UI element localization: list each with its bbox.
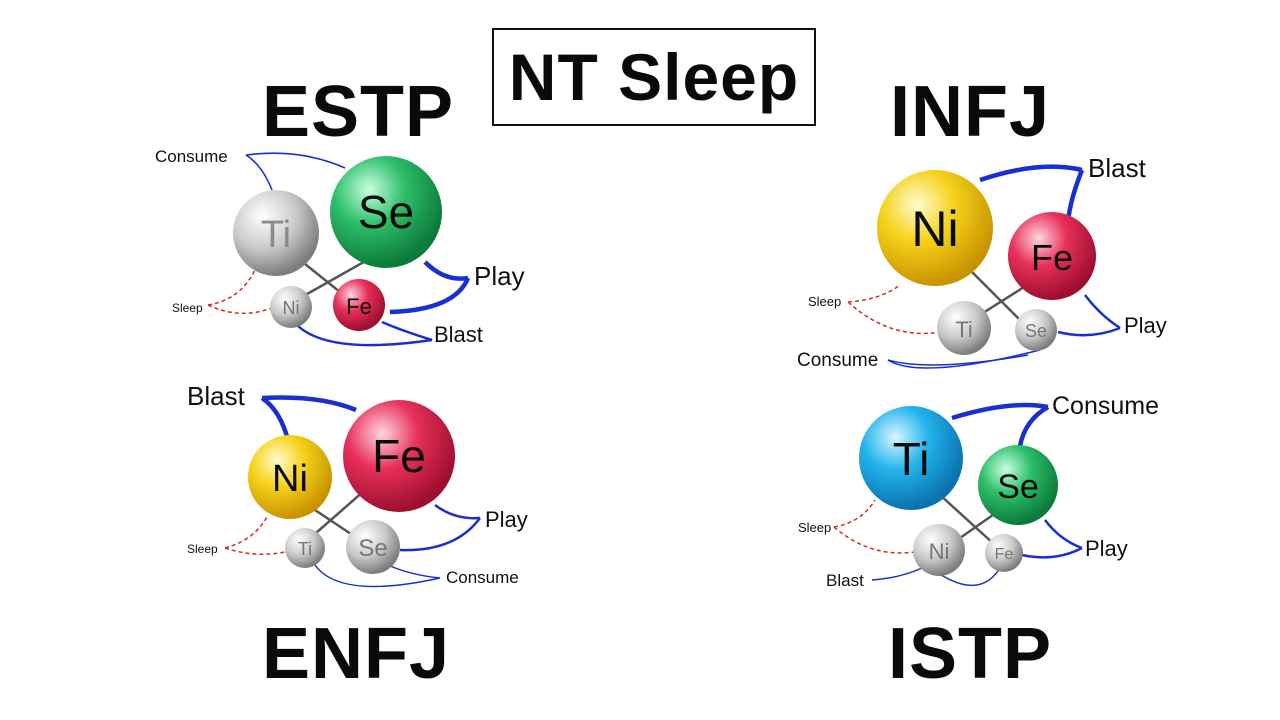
connector-consume (887, 349, 1041, 369)
diagram-enfj: Ni Fe Ti Se Blast Play Sleep Consume (187, 381, 528, 588)
sleep-dash (833, 499, 876, 528)
fn-label-ti: Ti (893, 433, 930, 485)
sphere-fe (333, 279, 385, 331)
fn-label-ti: Ti (261, 214, 291, 256)
fn-label-se: Se (358, 535, 387, 562)
connector-consume (951, 402, 1049, 421)
label-blast: Blast (187, 381, 246, 411)
label-consume: Consume (446, 568, 519, 587)
sleep-dash (207, 304, 273, 315)
fn-label-ti: Ti (955, 317, 973, 342)
connector-play (423, 260, 469, 281)
sphere-fe (985, 534, 1023, 572)
fn-label-fe: Fe (1031, 237, 1073, 278)
fn-label-se: Se (358, 186, 414, 238)
fn-label-se: Se (997, 468, 1039, 506)
link-line (307, 489, 366, 541)
fn-label-fe: Fe (346, 294, 372, 319)
connector-play (1057, 326, 1121, 337)
sphere-se (1015, 309, 1057, 351)
label-play: Play (485, 507, 528, 532)
label-consume: Consume (797, 350, 878, 371)
connector-blast (297, 325, 433, 347)
fn-label-fe: Fe (995, 546, 1014, 563)
sphere-se (346, 520, 400, 574)
sphere-ti (233, 190, 319, 276)
fn-label-fe: Fe (372, 430, 426, 482)
sphere-ni (248, 435, 332, 519)
connector-play (1021, 546, 1083, 559)
label-sleep: Sleep (798, 520, 831, 535)
type-label-istp: ISTP (888, 614, 1053, 694)
sleep-dash (833, 526, 916, 554)
connector-consume (314, 564, 441, 588)
connector-play (399, 517, 482, 552)
fn-label-ni: Ni (911, 201, 958, 257)
sphere-se (330, 156, 442, 268)
diagram-infj: Ni Fe Ti Se Blast Sleep Play Consume (797, 153, 1167, 371)
sleep-dash (207, 269, 256, 306)
fn-label-se: Se (1025, 321, 1047, 341)
label-sleep: Sleep (172, 301, 203, 315)
connector-play (389, 277, 471, 315)
sphere-fe (343, 400, 455, 512)
connector-consume (245, 154, 273, 191)
label-play: Play (1124, 313, 1167, 338)
label-play: Play (474, 261, 525, 291)
fn-label-ni: Ni (272, 458, 308, 500)
page-title: NT Sleep (508, 40, 800, 114)
sphere-ni (877, 170, 993, 286)
link-line (939, 494, 996, 546)
sphere-ti (859, 406, 963, 510)
connector-blast (261, 395, 357, 413)
connector-consume (887, 354, 1029, 366)
connector-blast (937, 567, 1001, 587)
sleep-dash (847, 301, 941, 335)
diagram-istp: Ti Se Ni Fe Consume Sleep Play Blast (798, 392, 1159, 590)
fn-label-ni: Ni (283, 298, 300, 318)
label-blast: Blast (826, 571, 864, 590)
connector-blast (381, 320, 433, 342)
sphere-ni (270, 286, 312, 328)
fn-label-ti: Ti (298, 539, 312, 559)
connector-blast (260, 396, 291, 441)
connector-blast (1065, 169, 1085, 223)
label-sleep: Sleep (187, 542, 218, 556)
connector-play (434, 503, 481, 520)
connector-blast (979, 164, 1083, 183)
label-consume: Consume (1052, 392, 1159, 420)
connector-blast (871, 567, 923, 581)
label-sleep: Sleep (808, 294, 841, 309)
label-blast: Blast (434, 322, 483, 347)
sleep-dash (847, 284, 901, 303)
connector-consume (1017, 405, 1050, 447)
title-box: NT Sleep (492, 28, 816, 126)
sleep-dash (224, 547, 286, 555)
label-blast: Blast (1088, 153, 1147, 183)
fn-label-ni: Ni (929, 539, 950, 564)
sphere-se (978, 445, 1058, 525)
connector-consume (387, 564, 441, 579)
diagram-estp: Ti Se Ni Fe Consume Play Sleep Blast (155, 147, 525, 347)
connector-play (1044, 519, 1083, 550)
type-label-infj: INFJ (890, 72, 1051, 152)
sphere-ni (913, 524, 965, 576)
connector-play (1084, 294, 1121, 330)
label-consume: Consume (155, 147, 228, 166)
type-label-enfj: ENFJ (262, 614, 451, 694)
sphere-ti (285, 528, 325, 568)
connector-consume (245, 152, 346, 169)
label-play: Play (1085, 536, 1128, 561)
type-label-estp: ESTP (262, 72, 455, 152)
sphere-fe (1008, 212, 1096, 300)
sleep-dash (224, 514, 269, 549)
sphere-ti (937, 301, 991, 355)
